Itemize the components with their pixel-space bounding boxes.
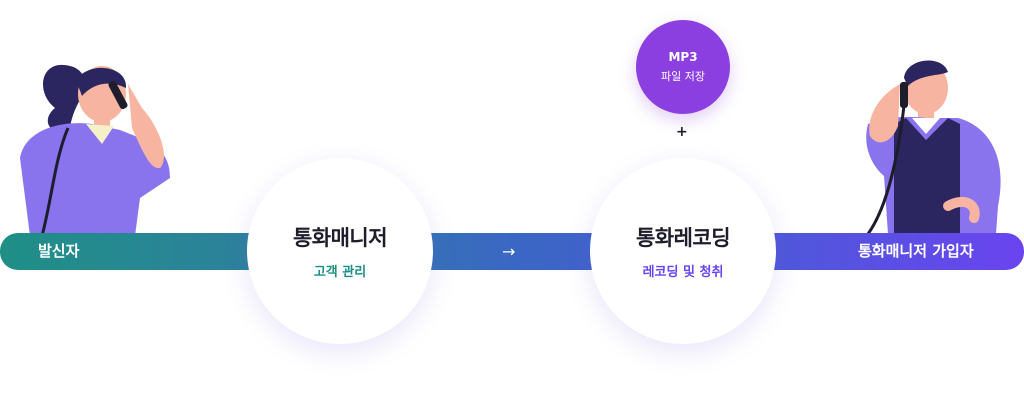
caller-label: 발신자 bbox=[38, 242, 80, 260]
caller-illustration bbox=[20, 64, 170, 237]
flow-arrow: → bbox=[502, 242, 516, 261]
recording-subtitle: 레코딩 및 청취 bbox=[642, 265, 724, 280]
mp3-badge: MP3 파일 저장 bbox=[636, 20, 730, 114]
manager-subtitle: 고객 관리 bbox=[313, 265, 367, 280]
mp3-title: MP3 bbox=[668, 50, 698, 64]
mp3-subtitle: 파일 저장 bbox=[661, 70, 705, 83]
recording-node: 통화레코딩 레코딩 및 청취 bbox=[590, 158, 776, 344]
manager-node: 통화매니저 고객 관리 bbox=[247, 158, 433, 344]
plus-sign: + bbox=[676, 124, 688, 140]
subscriber-illustration bbox=[866, 60, 1001, 235]
recording-title: 통화레코딩 bbox=[635, 226, 731, 250]
subscriber-label: 통화매니저 가입자 bbox=[858, 242, 974, 260]
manager-title: 통화매니저 bbox=[292, 226, 388, 250]
flow-band bbox=[0, 233, 1024, 270]
